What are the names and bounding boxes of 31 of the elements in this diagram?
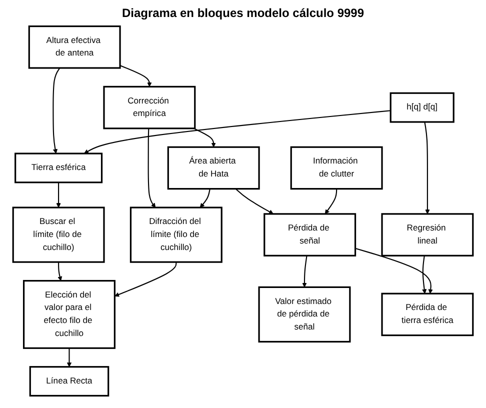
node-box: Pérdida de tierra esférica [381,292,474,336]
node-box: Valor estimado de pérdida de señal [258,286,351,343]
node-box: Pérdida de señal [264,213,356,256]
node-box: Corrección empírica [103,86,196,130]
node-box: Información de clutter [290,146,383,190]
node-box: Área abierta de Hata [167,146,260,190]
arrow [120,64,152,87]
arrow [66,348,72,368]
arrow [194,128,216,148]
arrow [56,182,61,208]
arrow [84,110,391,154]
arrow [302,256,308,288]
node-box: Elección del valor para el efecto filo de cuchillo [22,280,116,349]
node-box: Tierra esférica [14,152,103,184]
arrow [114,262,177,297]
node-box: Buscar el límite (filo de cuchillo) [12,206,105,263]
node-box: Línea Recta [29,366,110,397]
arrow [235,188,274,214]
arrow [324,188,338,214]
arrow [355,248,433,294]
node-box: h[q] d[q] [390,92,454,123]
diagram-title: Diagrama en bloques modelo cálculo 9999 [120,6,366,20]
arrow [200,188,210,208]
arrow [58,262,62,281]
node-box: Difracción del límite (filo de cuchillo) [130,206,222,263]
arrow [148,128,156,208]
arrow [424,122,430,214]
arrow [52,68,60,154]
node-box: Altura efectiva de antena [28,25,121,69]
arrow [422,256,427,294]
node-box: Regresión lineal [381,213,474,256]
